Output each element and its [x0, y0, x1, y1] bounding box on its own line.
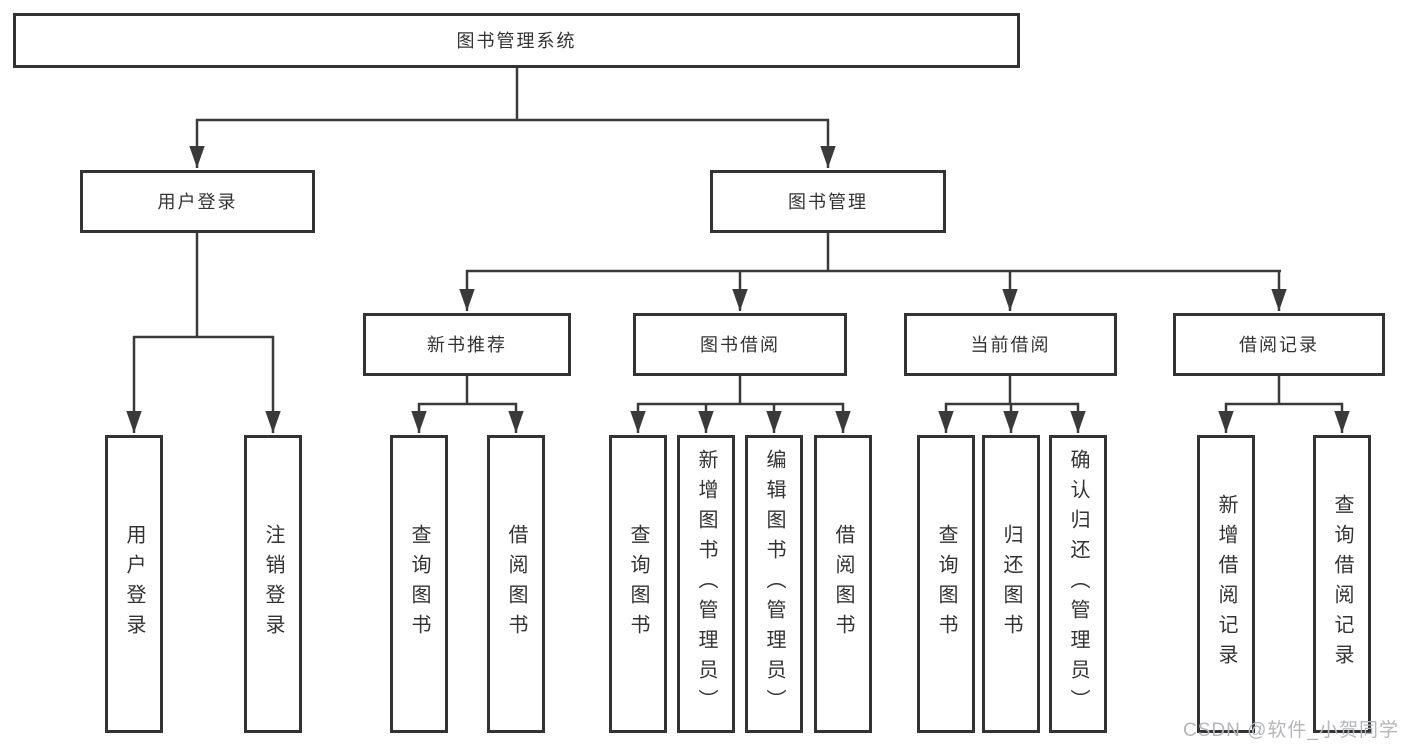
node-book-management: 图书管理 — [710, 170, 946, 233]
leaf-add-book-admin: 新增图书（管理员） — [677, 435, 735, 733]
node-library-system: 图书管理系统 — [13, 13, 1020, 68]
leaf-borrow-books-borrowing: 借阅图书 — [814, 435, 872, 733]
node-borrowing-records: 借阅记录 — [1173, 313, 1385, 376]
leaf-query-books-borrowing: 查询图书 — [609, 435, 667, 733]
leaf-query-books-current: 查询图书 — [917, 435, 975, 733]
leaf-query-books-recommend: 查询图书 — [390, 435, 448, 733]
leaf-logout-login: 注销登录 — [244, 435, 302, 733]
leaf-query-borrow-record: 查询借阅记录 — [1313, 435, 1371, 733]
leaf-borrow-books-recommend: 借阅图书 — [487, 435, 545, 733]
node-current-borrowing: 当前借阅 — [904, 313, 1117, 376]
leaf-add-borrow-record: 新增借阅记录 — [1197, 435, 1255, 733]
leaf-edit-book-admin: 编辑图书（管理员） — [745, 435, 803, 733]
leaf-user-login: 用户登录 — [105, 435, 163, 733]
leaf-return-books: 归还图书 — [982, 435, 1040, 733]
node-new-book-recommend: 新书推荐 — [363, 313, 571, 376]
node-book-borrowing: 图书借阅 — [633, 313, 847, 376]
leaf-confirm-return-admin: 确认归还（管理员） — [1049, 435, 1107, 733]
csdn-watermark: CSDN @软件_小贺同学 — [1183, 720, 1399, 741]
node-user-login: 用户登录 — [80, 170, 315, 233]
